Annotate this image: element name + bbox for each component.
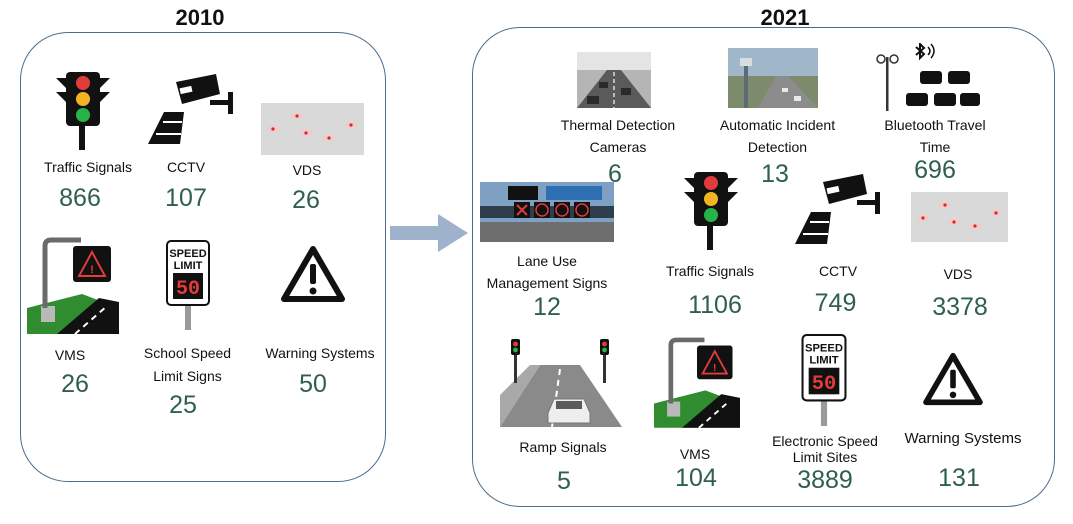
- year-2010-title: 2010: [175, 5, 225, 30]
- vms-sign-icon: !: [654, 335, 740, 429]
- vds-road-sensor-icon: [911, 192, 1008, 242]
- incident-detection-photo-icon: [728, 48, 818, 108]
- lane-use-sign-photo-icon: [480, 182, 614, 242]
- ramp-signal-icon: [500, 335, 622, 427]
- speed-sign-line1: SPEED: [805, 342, 843, 354]
- bluetooth-value: 696: [914, 156, 956, 184]
- warning-systems-2010-value: 50: [299, 370, 327, 398]
- cctv-camera-icon: [146, 72, 236, 147]
- traffic-light-icon: [54, 70, 112, 150]
- speed-sign-line2: LIMIT: [809, 355, 838, 367]
- bluetooth-label-line2: Time: [919, 139, 951, 155]
- svg-text:!: !: [90, 264, 94, 276]
- electronic-speed-label-line1: Electronic Speed: [772, 433, 878, 449]
- lane-use-value: 12: [533, 293, 561, 321]
- transition-arrow-icon: [390, 214, 470, 252]
- incident-detection-label-line2: Detection: [747, 139, 808, 155]
- bluetooth-sensor-icon: [872, 43, 982, 111]
- year-2021-title: 2021: [760, 5, 810, 30]
- vms-2010-label: VMS: [54, 347, 86, 363]
- warning-triangle-icon: [281, 245, 345, 303]
- traffic-light-icon: [682, 170, 740, 250]
- speed-sign-value: 50: [176, 278, 200, 301]
- school-speed-2010-label-line2: Limit Signs: [153, 368, 222, 384]
- vds-2010-value: 26: [292, 186, 320, 214]
- speed-sign-value: 50: [812, 373, 837, 396]
- vms-2010-value: 26: [61, 370, 89, 398]
- traffic-signals-2021-value: 1106: [688, 291, 742, 319]
- warning-systems-2010-label: Warning Systems: [265, 345, 375, 361]
- electronic-speed-value: 3889: [797, 466, 853, 494]
- cctv-2010-label: CCTV: [166, 159, 206, 175]
- thermal-cameras-value: 6: [608, 160, 622, 188]
- incident-detection-value: 13: [761, 160, 789, 188]
- vms-2021-label: VMS: [679, 446, 711, 462]
- lane-use-label-line1: Lane Use: [517, 253, 577, 269]
- school-speed-2010-label-line1: School Speed: [143, 345, 232, 361]
- speed-sign-line2: LIMIT: [174, 260, 203, 272]
- cctv-2021-label: CCTV: [818, 263, 858, 279]
- vds-2021-value: 3378: [932, 293, 988, 321]
- warning-systems-2021-value: 131: [938, 464, 980, 492]
- warning-triangle-icon: [923, 352, 983, 406]
- ramp-signals-value: 5: [557, 467, 571, 495]
- electronic-speed-label-line2: Limit Sites: [792, 449, 858, 465]
- thermal-cameras-label-line2: Cameras: [589, 139, 647, 155]
- thermal-camera-photo-icon: [577, 52, 651, 108]
- vds-2021-label: VDS: [943, 266, 973, 282]
- traffic-signals-2010-label: Traffic Signals: [44, 159, 132, 175]
- vds-2010-label: VDS: [292, 162, 322, 178]
- cctv-camera-icon: [793, 172, 883, 247]
- ramp-signals-label: Ramp Signals: [519, 439, 607, 455]
- incident-detection-label-line1: Automatic Incident: [719, 117, 836, 133]
- svg-text:!: !: [713, 363, 716, 374]
- thermal-cameras-label-line1: Thermal Detection: [560, 117, 676, 133]
- school-speed-2010-value: 25: [169, 391, 197, 419]
- cctv-2021-value: 749: [814, 289, 857, 317]
- speed-limit-sign-icon: SPEED LIMIT 50: [166, 240, 210, 330]
- warning-systems-2021-label: Warning Systems: [904, 430, 1022, 447]
- lane-use-label-line2: Management Signs: [486, 275, 608, 291]
- bluetooth-label-line1: Bluetooth Travel: [884, 117, 986, 133]
- traffic-signals-2021-label: Traffic Signals: [666, 263, 754, 279]
- cctv-2010-value: 107: [165, 184, 207, 212]
- vds-road-sensor-icon: [261, 103, 364, 155]
- vms-2021-value: 104: [675, 464, 717, 492]
- vms-sign-icon: !: [27, 236, 119, 334]
- traffic-signals-2010-value: 866: [59, 184, 101, 212]
- speed-sign-line1: SPEED: [169, 248, 206, 260]
- speed-limit-sign-icon: SPEED LIMIT 50: [801, 334, 847, 426]
